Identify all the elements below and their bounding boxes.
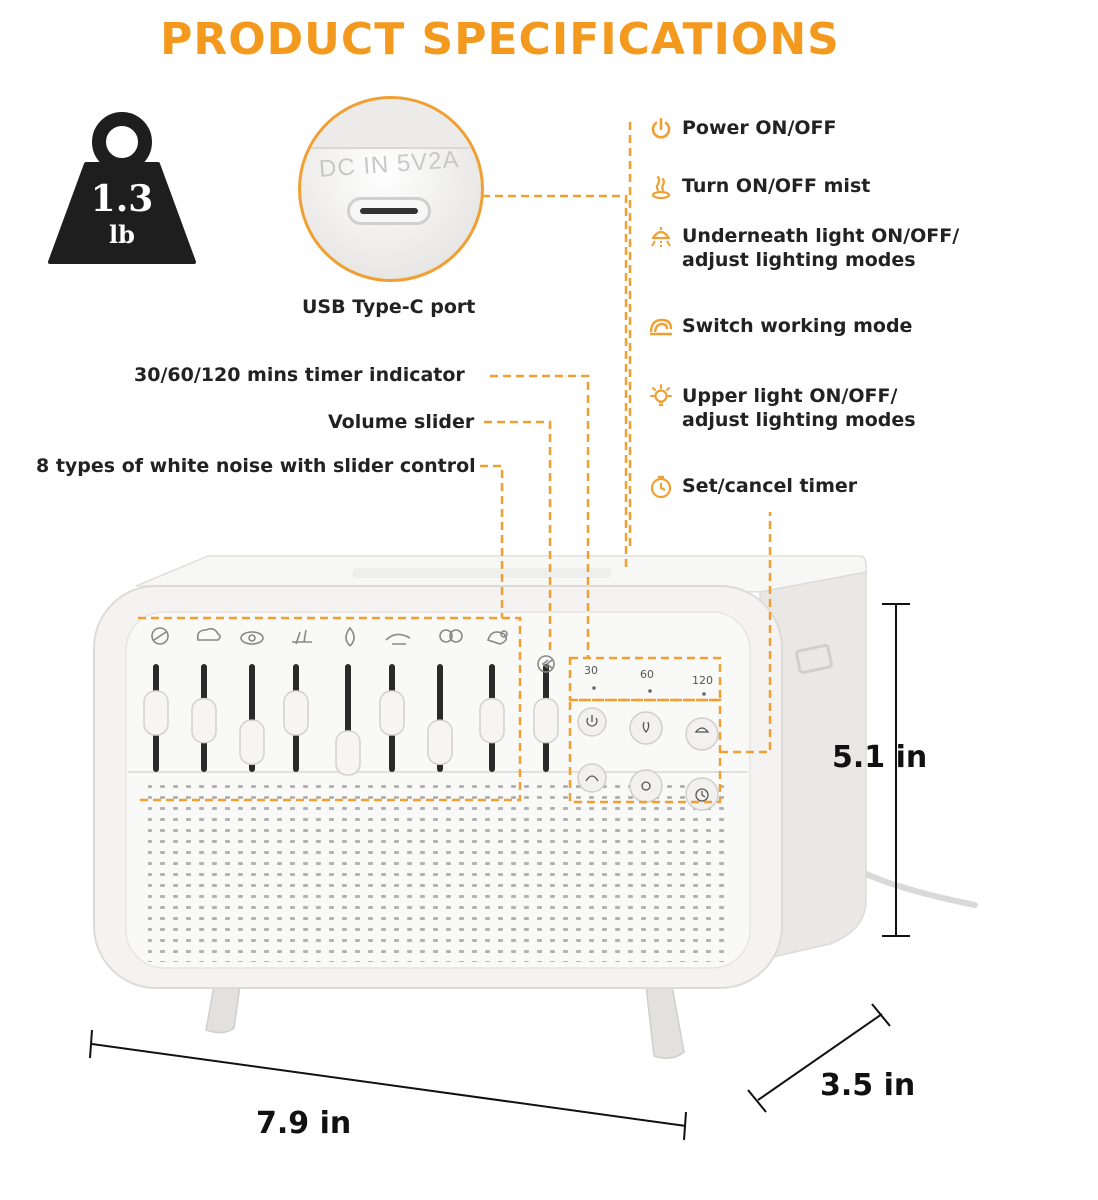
noise-slider-7-knob[interactable] — [427, 719, 453, 765]
power-icon — [651, 117, 671, 139]
noise-slider-4-knob[interactable] — [283, 690, 309, 736]
timer-mark-60: 60 — [640, 668, 654, 681]
function-timer: Set/cancel timer — [648, 474, 857, 500]
upper-light-icon — [650, 384, 672, 407]
function-upper-light: Upper light ON/OFF/ adjust lighting mode… — [648, 384, 916, 432]
timer-icon — [650, 475, 672, 499]
noise-slider-2-knob[interactable] — [191, 697, 217, 744]
page-title: PRODUCT SPECIFICATIONS — [160, 14, 840, 65]
usb-port-closeup: DC IN 5V2A — [298, 96, 484, 282]
white-noise-sliders — [143, 664, 559, 776]
noise-slider-5-knob[interactable] — [335, 730, 361, 776]
usb-c-port — [347, 197, 431, 225]
function-underneath-light: Underneath light ON/OFF/ adjust lighting… — [648, 224, 959, 272]
kettlebell-icon — [48, 112, 196, 264]
function-power: Power ON/OFF — [648, 116, 837, 142]
timer-mark-120: 120 — [692, 674, 713, 687]
depth-dimension: 3.5 in — [820, 1068, 916, 1103]
weight-unit: lb — [109, 220, 135, 249]
timer-indicator-label: 30/60/120 mins timer indicator — [134, 364, 465, 386]
noise-slider-1-knob[interactable] — [143, 690, 169, 736]
volume-slider-label: Volume slider — [328, 411, 475, 433]
weight-value: 1.3 — [90, 178, 154, 220]
noise-slider-6-knob[interactable] — [379, 690, 405, 736]
mode-icon — [649, 318, 673, 336]
function-mist: Turn ON/OFF mist — [648, 174, 870, 200]
height-dimension: 5.1 in — [832, 740, 928, 775]
volume-slider-knob[interactable] — [533, 697, 559, 744]
function-mode: Switch working mode — [648, 314, 912, 340]
underneath-light-icon — [651, 227, 671, 247]
timer-mark-30: 30 — [584, 664, 598, 677]
timer-indicator: 30 60 120 — [584, 664, 713, 696]
port-caption: USB Type-C port — [302, 296, 476, 318]
mist-icon — [651, 175, 671, 200]
noise-slider-3-knob[interactable] — [239, 719, 265, 765]
width-dimension: 7.9 in — [256, 1106, 352, 1141]
noise-slider-8-knob[interactable] — [479, 697, 505, 744]
weight-badge: 1.3 lb — [48, 112, 196, 264]
white-noise-label: 8 types of white noise with slider contr… — [36, 455, 476, 477]
